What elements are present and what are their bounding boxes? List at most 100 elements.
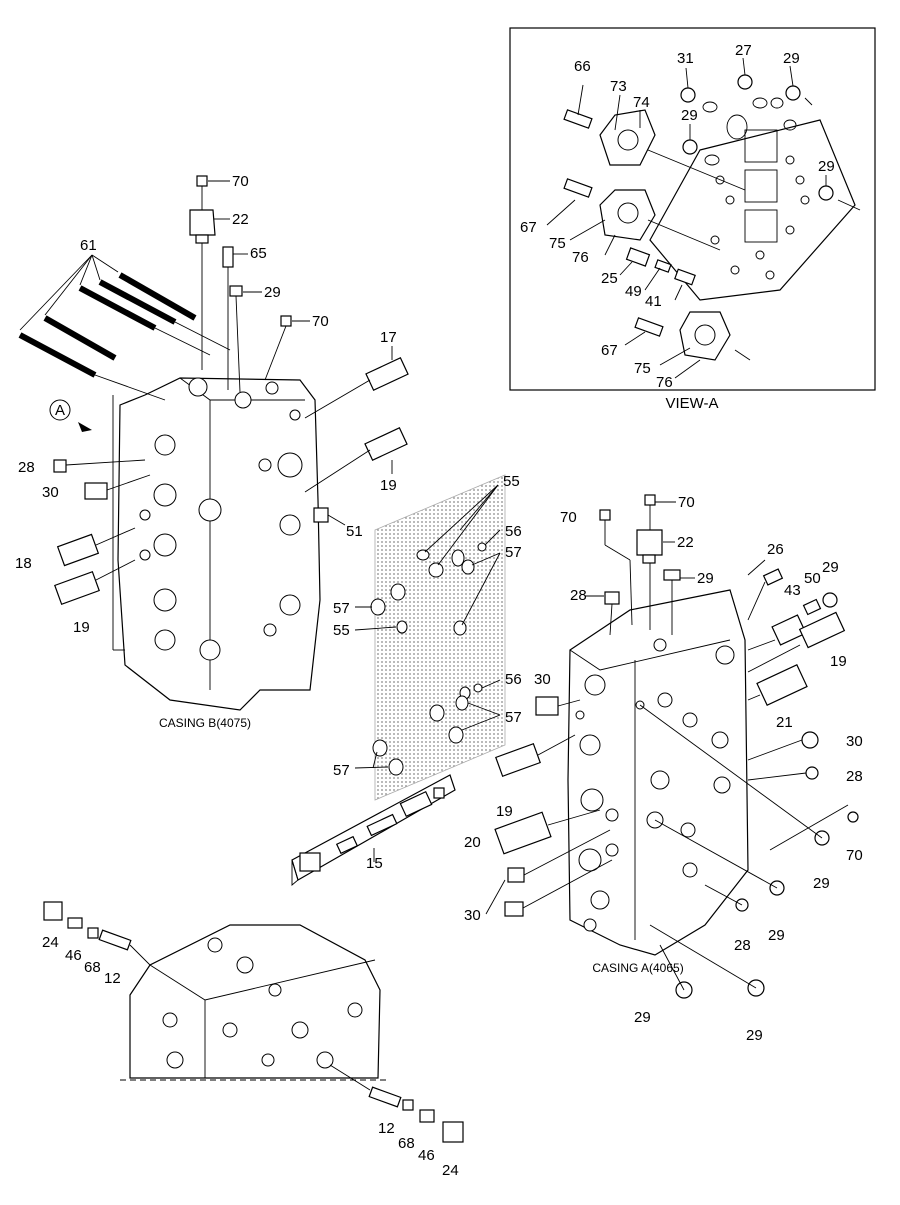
callout-50: 50 <box>804 570 821 587</box>
casing-b-assembly: A CASING B(4075) <box>18 175 409 730</box>
plug-30-right <box>801 731 819 749</box>
poppet-68-lower <box>402 1099 414 1111</box>
callout-29: 29 <box>768 927 785 944</box>
callout-57: 57 <box>333 600 350 617</box>
callout-46: 46 <box>418 1147 435 1164</box>
callout-29: 29 <box>746 1027 763 1044</box>
tie-rods-61 <box>18 272 197 378</box>
callout-55: 55 <box>503 473 520 490</box>
valve-20 <box>494 811 552 855</box>
callout-30: 30 <box>464 907 481 924</box>
valve-12-lower <box>368 1086 402 1108</box>
callout-49: 49 <box>625 283 642 300</box>
relief-valve-19-upper <box>364 427 408 461</box>
callout-67: 67 <box>520 219 537 236</box>
plug-26 <box>762 568 784 586</box>
callout-55: 55 <box>333 622 350 639</box>
spool-plug <box>299 852 321 872</box>
callout-29: 29 <box>634 1009 651 1026</box>
valve-19-casing-a <box>495 742 541 778</box>
callout-61: 61 <box>80 237 97 254</box>
callout-70: 70 <box>232 173 249 190</box>
callout-29: 29 <box>681 107 698 124</box>
callout-31: 31 <box>677 50 694 67</box>
callout-30: 30 <box>42 484 59 501</box>
callout-74: 74 <box>633 94 650 111</box>
callout-65: 65 <box>250 245 267 262</box>
callout-15: 15 <box>366 855 383 872</box>
view-a-poppet-41 <box>674 268 696 286</box>
callout-29: 29 <box>697 570 714 587</box>
plug-29-casing-a-top <box>663 569 681 581</box>
plug-29-right-top <box>822 592 838 608</box>
lower-casing-body <box>129 924 381 1079</box>
callout-24: 24 <box>42 934 59 951</box>
plug-24-upper <box>43 901 63 921</box>
callout-22: 22 <box>677 534 694 551</box>
callout-28: 28 <box>846 768 863 785</box>
spring-46-upper <box>67 917 83 929</box>
view-a-spring-49 <box>654 259 672 273</box>
spring-46-lower <box>419 1109 435 1123</box>
callout-70: 70 <box>846 847 863 864</box>
callout-57: 57 <box>333 762 350 779</box>
view-a-marker-label: A <box>55 402 65 419</box>
callout-29: 29 <box>818 158 835 175</box>
callout-12: 12 <box>378 1120 395 1137</box>
plug-22-upper <box>189 209 216 236</box>
view-a-plug-25 <box>625 247 651 267</box>
callout-68: 68 <box>398 1135 415 1152</box>
relief-valve-21 <box>756 664 808 706</box>
callout-41: 41 <box>645 293 662 310</box>
callout-76: 76 <box>572 249 589 266</box>
view-a-bolt-66 <box>563 109 593 129</box>
view-a-bolt-67 <box>563 178 593 198</box>
callout-27: 27 <box>735 42 752 59</box>
view-a-title: VIEW-A <box>665 395 718 412</box>
view-a-plug-27 <box>737 74 753 90</box>
callout-75: 75 <box>634 360 651 377</box>
relief-valve-17 <box>365 357 409 391</box>
casing-a-ports <box>575 638 735 932</box>
callout-19: 19 <box>830 653 847 670</box>
view-a-plug-29b <box>682 139 698 155</box>
callout-19: 19 <box>380 477 397 494</box>
callout-24: 24 <box>442 1162 459 1179</box>
casing-a-assembly: CASING A(4065) <box>494 494 859 999</box>
casing-a-caption: CASING A(4065) <box>592 961 683 975</box>
view-a-plug-29c <box>818 185 834 201</box>
plug-70-mid <box>280 315 292 327</box>
spring-50 <box>802 598 822 616</box>
callout-56: 56 <box>505 671 522 688</box>
casing-b-ports <box>139 377 303 661</box>
plug-24-lower <box>442 1121 464 1143</box>
plug-22-casing-a <box>636 529 663 556</box>
spool-set-15 <box>291 774 456 886</box>
plug-70-casing-a-left <box>599 509 611 521</box>
lower-casing-ports <box>162 937 363 1069</box>
view-a-marker <box>49 399 71 421</box>
plug-70-top <box>196 175 208 187</box>
callout-25: 25 <box>601 270 618 287</box>
plug-70-casing-a-top <box>644 494 656 506</box>
lower-casing-assembly <box>43 901 464 1143</box>
callout-66: 66 <box>574 58 591 75</box>
callout-18: 18 <box>15 555 32 572</box>
valve-18 <box>56 533 100 567</box>
callout-21: 21 <box>776 714 793 731</box>
callout-19: 19 <box>73 619 90 636</box>
valve-19-right <box>798 611 846 649</box>
callout-51: 51 <box>346 523 363 540</box>
plug-30-lower-a <box>507 867 525 883</box>
view-a-arrow <box>78 422 92 432</box>
callout-26: 26 <box>767 541 784 558</box>
casing-b-body <box>117 377 321 711</box>
callout-70: 70 <box>312 313 329 330</box>
view-a-bolt-67-lower <box>634 317 664 337</box>
sleeve-43 <box>771 614 807 646</box>
gasket-orings <box>370 542 487 776</box>
callout-30: 30 <box>534 671 551 688</box>
callout-28: 28 <box>570 587 587 604</box>
callout-29: 29 <box>783 50 800 67</box>
